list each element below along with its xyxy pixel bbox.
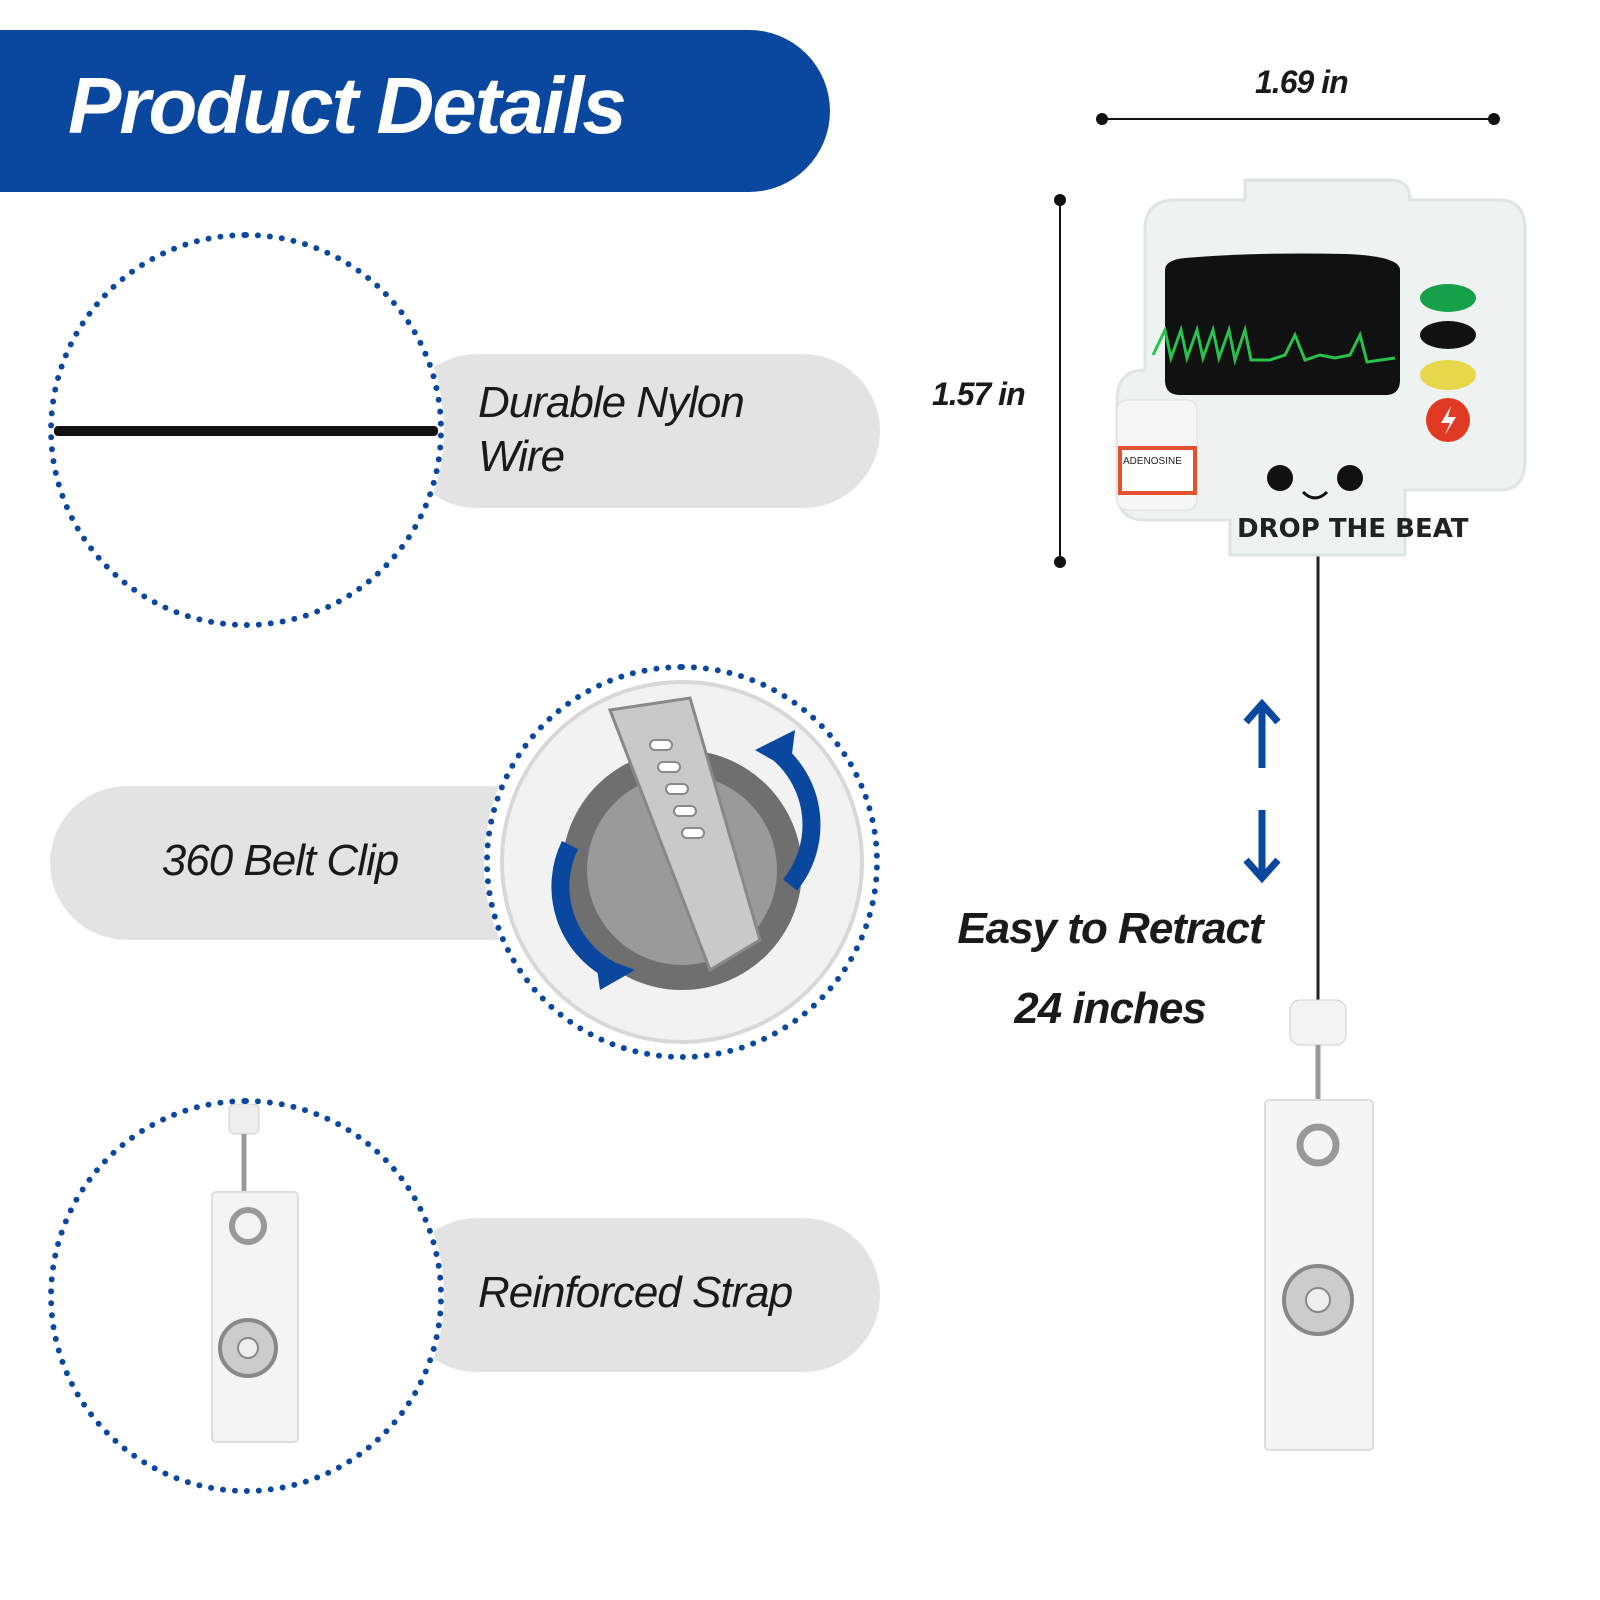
retract-length: 24 inches xyxy=(1014,984,1207,1033)
header-banner xyxy=(0,30,830,192)
belt-clip-circle xyxy=(484,664,880,1060)
height-dimension-line xyxy=(1054,194,1066,568)
retract-arrows-icon xyxy=(1243,698,1281,884)
width-dimension-label: 1.69 in xyxy=(1255,64,1349,100)
height-dimension-label: 1.57 in xyxy=(932,376,1026,412)
feature-label-nylon-wire: Durable Nylon Wire xyxy=(478,378,745,481)
retract-title: Easy to Retract xyxy=(957,904,1263,953)
feature-label-reinforced-strap: Reinforced Strap xyxy=(478,1268,793,1317)
feature-pill-nylon-wire xyxy=(400,354,880,508)
vial-label: ADENOSINE xyxy=(1123,456,1182,467)
badge-slogan: DROP THE BEAT xyxy=(1237,514,1469,544)
feature-pill-belt-clip xyxy=(50,786,570,940)
feature-label-belt-clip: 360 Belt Clip xyxy=(161,836,399,885)
strap-image xyxy=(211,1104,299,1443)
badge-reel-image xyxy=(1115,178,1527,1451)
nylon-wire-image xyxy=(54,426,438,436)
nylon-wire-circle xyxy=(48,232,444,628)
strap-circle xyxy=(48,1098,444,1494)
belt-clip-image xyxy=(500,680,864,1044)
feature-pill-reinforced-strap xyxy=(400,1218,880,1372)
width-dimension-line xyxy=(1096,113,1500,125)
page-title: Product Details xyxy=(68,61,627,150)
